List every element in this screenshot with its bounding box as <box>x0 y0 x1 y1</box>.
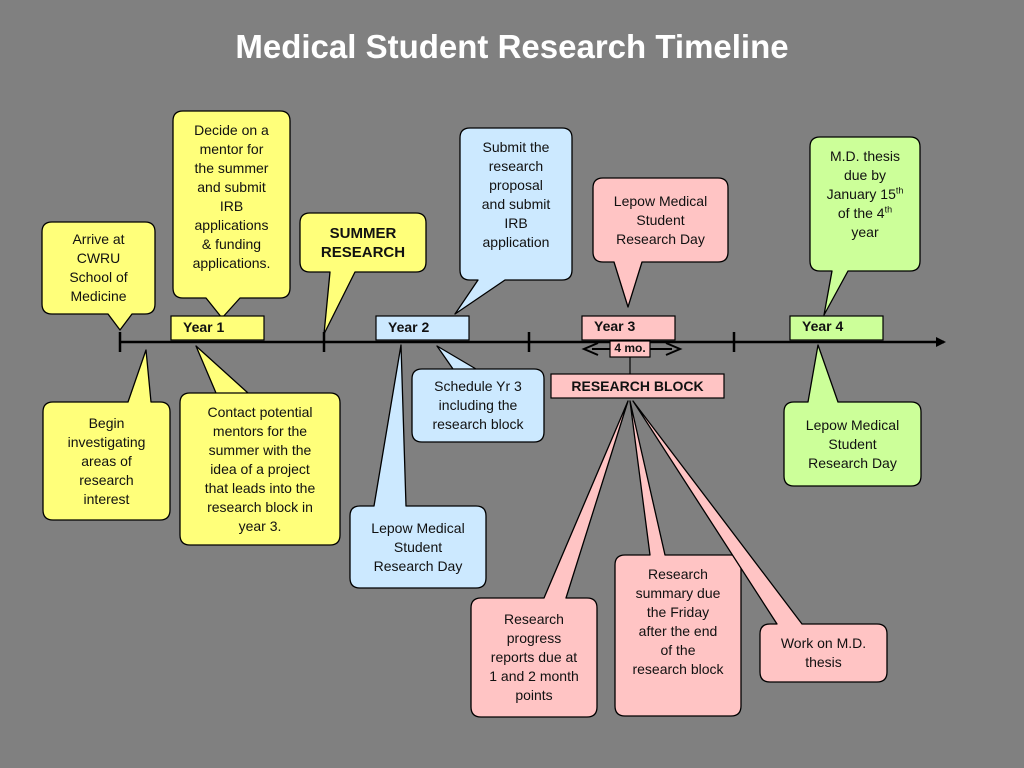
callout-arrive-text: Arrive at CWRU School of Medicine <box>69 231 128 304</box>
thesis-due-line3-sup: th <box>895 185 904 196</box>
callout-lepow-y2: Lepow Medical Student Research Day <box>350 506 486 588</box>
callout-work-thesis-shape <box>632 400 888 683</box>
year1-box <box>170 315 265 341</box>
callout-begin-investigating: Begin investigating areas of research in… <box>43 402 170 520</box>
callout-submit-proposal-shape <box>454 127 573 315</box>
timeline-ticks <box>118 332 736 352</box>
callout-summer-research-shape <box>299 212 427 335</box>
callout-decide-mentor: Decide on a mentor for the summer and su… <box>173 111 290 298</box>
callout-contact-mentors-shape <box>179 345 341 546</box>
callout-thesis-due-text: M.D. thesis due by January 15th of the 4… <box>827 147 904 242</box>
callout-progress-reports: Research progress reports due at 1 and 2… <box>471 598 597 717</box>
callout-thesis-due: M.D. thesis due by January 15th of the 4… <box>810 137 920 271</box>
year1-label: Year 1 <box>183 319 225 335</box>
callout-summer-research-text: SUMMER RESEARCH <box>320 224 406 261</box>
callout-lepow-y2-text: Lepow Medical Student Research Day <box>371 519 465 574</box>
thesis-due-line4: of the 4 <box>837 205 885 221</box>
callout-progress-reports-shape <box>470 400 629 718</box>
callout-lepow-y3-shape <box>592 177 729 308</box>
callout-lepow-y4-text: Lepow Medical Student Research Day <box>805 416 900 471</box>
research-block-label: RESEARCH BLOCK <box>571 378 704 394</box>
year3-box <box>581 315 676 341</box>
callout-summary-due: Research summary due the Friday after th… <box>615 555 741 716</box>
callout-lepow-y4-shape <box>783 344 922 487</box>
year2-label: Year 2 <box>388 319 430 335</box>
callout-schedule-y3: Schedule Yr 3 including the research blo… <box>412 369 544 442</box>
callout-begin-investigating-text: Begin investigating areas of research in… <box>67 414 146 507</box>
callout-work-thesis: Work on M.D. thesis <box>760 624 887 682</box>
duration-label: 4 mo. <box>614 341 646 355</box>
callout-summary-due-text: Research summary due the Friday after th… <box>632 566 724 677</box>
callout-arrive: Arrive at CWRU School of Medicine <box>42 222 155 314</box>
thesis-due-line4-sup: th <box>884 204 893 215</box>
callout-lepow-y2-shape <box>349 344 487 589</box>
callout-lepow-y3: Lepow Medical Student Research Day <box>593 178 728 262</box>
thesis-due-line2: due by <box>843 167 887 183</box>
callout-contact-mentors: Contact potential mentors for the summer… <box>180 393 340 545</box>
callout-decide-mentor-text: Decide on a mentor for the summer and su… <box>192 122 271 271</box>
callout-submit-proposal-text: Submit the research proposal and submit … <box>481 139 551 250</box>
year4-label: Year 4 <box>802 318 844 334</box>
thesis-due-line3: January 15 <box>826 186 896 202</box>
research-block-box <box>550 373 725 399</box>
year2-box <box>375 315 470 341</box>
callout-progress-reports-text: Research progress reports due at 1 and 2… <box>489 611 579 703</box>
callout-lepow-y3-text: Lepow Medical Student Research Day <box>613 192 708 247</box>
duration-arrows <box>581 342 683 356</box>
callout-schedule-y3-text: Schedule Yr 3 including the research blo… <box>432 378 524 432</box>
thesis-due-line5: year <box>851 224 879 240</box>
page-title: Medical Student Research Timeline <box>235 28 789 65</box>
callout-decide-mentor-shape <box>172 110 291 319</box>
callout-contact-mentors-text: Contact potential mentors for the summer… <box>204 403 316 534</box>
callout-schedule-y3-shape <box>411 345 545 443</box>
callout-work-thesis-text: Work on M.D. thesis <box>780 635 867 670</box>
callout-thesis-due-shape <box>809 136 921 316</box>
callout-arrive-shape <box>41 221 156 331</box>
year4-box <box>789 315 884 341</box>
callout-begin-investigating-shape <box>42 349 171 521</box>
callout-summer-research: SUMMER RESEARCH <box>300 213 426 272</box>
callout-lepow-y4: Lepow Medical Student Research Day <box>784 402 921 486</box>
year3-label: Year 3 <box>594 318 636 334</box>
callout-submit-proposal: Submit the research proposal and submit … <box>460 128 572 280</box>
thesis-due-line1: M.D. thesis <box>829 148 900 164</box>
